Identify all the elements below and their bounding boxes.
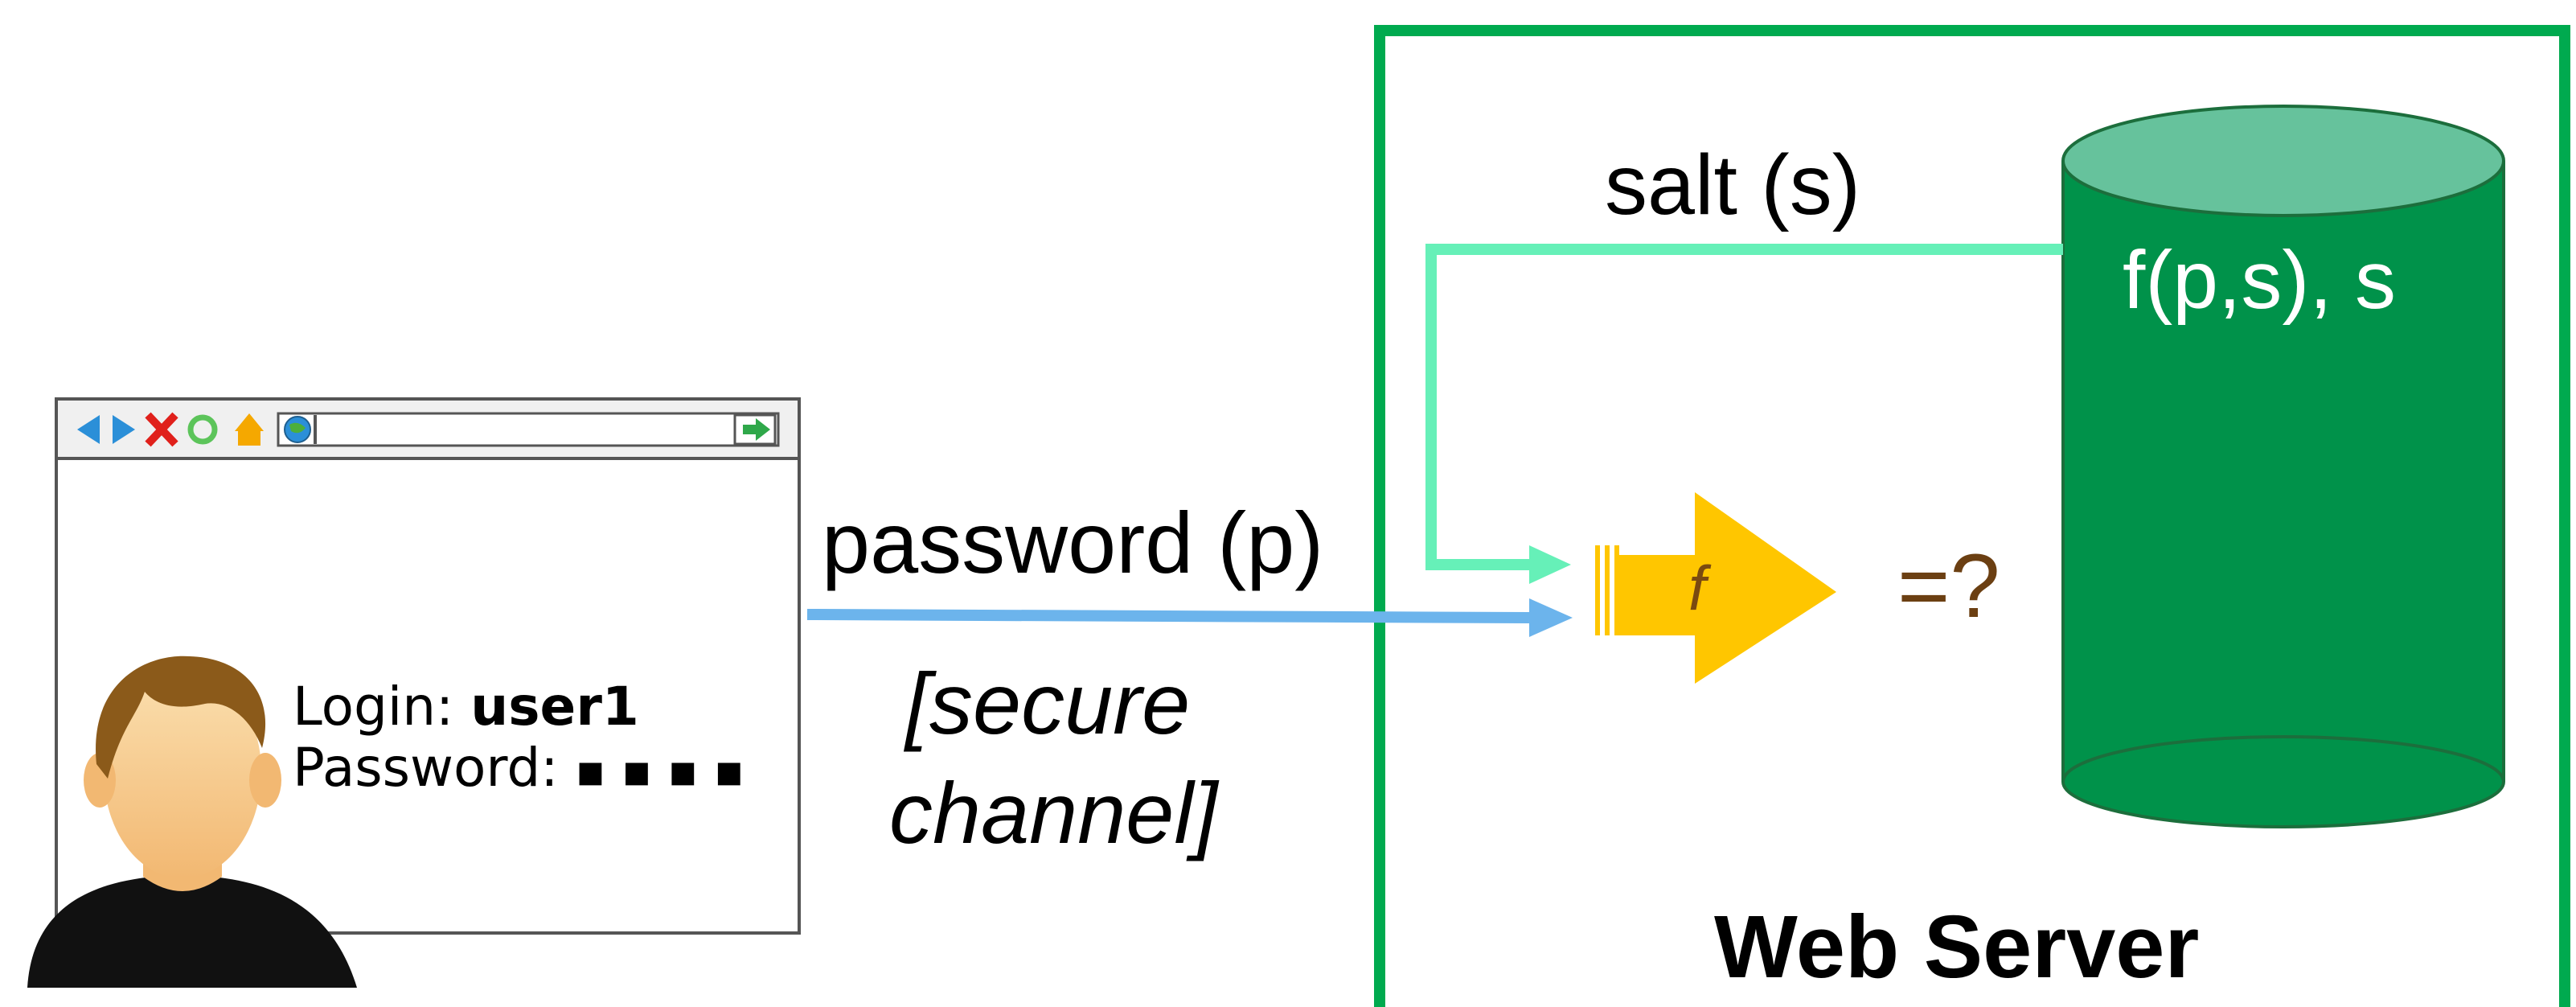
hash-function-shape	[1595, 492, 1836, 684]
secure-channel-line2: channel]	[889, 764, 1218, 861]
go-icon[interactable]	[733, 413, 777, 446]
salt-arrow	[1425, 244, 2063, 584]
password-label: Password:	[293, 737, 559, 799]
web-server-title: Web Server	[1714, 898, 2200, 997]
database-label: f(p,s), s	[2123, 234, 2397, 326]
web-server-box	[1374, 25, 2570, 1007]
back-icon[interactable]	[77, 415, 100, 444]
stop-icon[interactable]	[145, 412, 178, 447]
password-arrow	[806, 598, 1573, 637]
user-avatar	[27, 656, 357, 988]
database-cylinder	[2061, 105, 2505, 828]
function-label: f	[1688, 553, 1706, 623]
forward-icon[interactable]	[113, 415, 135, 444]
compare-label: =?	[1897, 536, 2000, 636]
salt-label: salt (s)	[1605, 138, 1860, 232]
secure-channel-line1: [secure	[905, 655, 1191, 752]
home-icon[interactable]	[235, 413, 264, 446]
reload-icon[interactable]	[187, 414, 218, 445]
login-row: Login: user1	[293, 676, 639, 738]
password-label: password (p)	[822, 494, 1324, 591]
login-value: user1	[470, 676, 639, 738]
password-row: Password: ▪ ▪ ▪ ▪	[293, 737, 744, 799]
login-label: Login:	[293, 676, 454, 738]
address-bar[interactable]	[277, 412, 780, 447]
password-mask: ▪ ▪ ▪ ▪	[575, 745, 744, 797]
